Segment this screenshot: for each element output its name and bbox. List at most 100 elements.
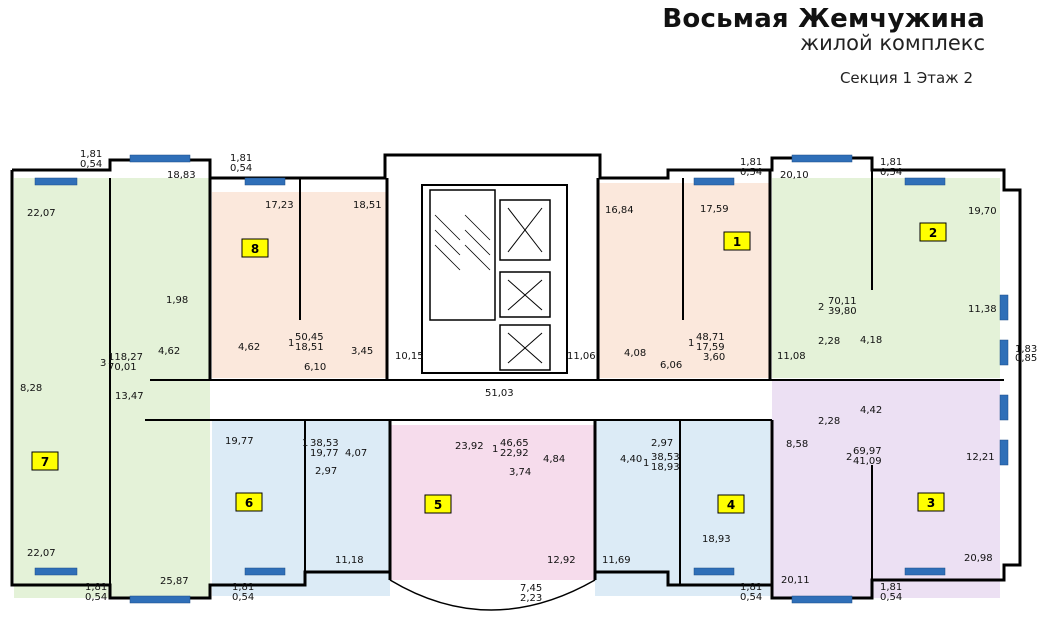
apartment-label-box xyxy=(919,222,947,242)
window-icon xyxy=(34,567,78,576)
room-area: 1,81 xyxy=(85,582,107,593)
room-area: 0,54 xyxy=(232,592,254,603)
apartment-totals: 1 50,45 18,51 1 48,71 17,59 2 70,11 39,8… xyxy=(100,296,882,473)
apt-living-area: 41,09 xyxy=(853,456,882,467)
room-area: 2,28 xyxy=(818,416,840,427)
apartment-number: 8 xyxy=(251,242,259,256)
apartment-3-fill[interactable] xyxy=(772,380,1000,598)
room-area: 4,18 xyxy=(860,335,882,346)
room-area: 1,81 xyxy=(740,157,762,168)
room-area: 8,58 xyxy=(786,439,808,450)
room-area: 0,54 xyxy=(85,592,107,603)
apt-rooms: 3 xyxy=(100,358,106,369)
apartment-labels: 8 1 2 7 6 5 4 3 xyxy=(31,222,947,514)
room-area: 4,62 xyxy=(158,346,180,357)
room-area: 1,81 xyxy=(232,582,254,593)
apartment-number: 5 xyxy=(434,498,442,512)
apt-rooms: 2 xyxy=(846,452,852,463)
apartment-number: 6 xyxy=(245,496,253,510)
apartment-5-fill[interactable] xyxy=(390,425,595,580)
windows xyxy=(34,154,1009,604)
room-area: 1,81 xyxy=(80,149,102,160)
room-area: 2,23 xyxy=(520,593,542,604)
apt-rooms: 1 xyxy=(288,338,294,349)
window-icon xyxy=(34,177,78,186)
room-area: 11,69 xyxy=(602,555,631,566)
window-icon xyxy=(791,595,853,604)
room-area: 4,07 xyxy=(345,448,367,459)
room-area: 20,11 xyxy=(781,575,810,586)
apartment-7-fill[interactable] xyxy=(14,178,210,598)
apt-living-area: 19,77 xyxy=(310,448,339,459)
room-area: 19,77 xyxy=(225,436,254,447)
apartment-2-fill[interactable] xyxy=(772,178,1000,378)
balcony-arc xyxy=(389,579,596,611)
room-area: 2,97 xyxy=(315,466,337,477)
room-area: 11,08 xyxy=(777,351,806,362)
room-area: 3,60 xyxy=(703,352,725,363)
room-area: 20,98 xyxy=(964,553,993,564)
elevator-2 xyxy=(499,271,551,318)
window-icon xyxy=(999,394,1009,421)
room-area: 0,54 xyxy=(230,163,252,174)
window-icon xyxy=(904,177,946,186)
apt-total-area: 118,27 xyxy=(108,352,143,363)
room-area: 11,38 xyxy=(968,304,997,315)
room-area: 12,92 xyxy=(547,555,576,566)
apt-living-area: 18,93 xyxy=(651,462,680,473)
room-area: 0,54 xyxy=(880,167,902,178)
apartment-fills xyxy=(14,178,1000,598)
room-area: 18,51 xyxy=(353,200,382,211)
room-area: 25,87 xyxy=(160,576,189,587)
apartment-label-box xyxy=(424,494,452,514)
room-area: 2,97 xyxy=(651,438,673,449)
apt-living-area: 22,92 xyxy=(500,448,529,459)
window-icon xyxy=(693,177,735,186)
room-area: 23,92 xyxy=(455,441,484,452)
room-area: 0,54 xyxy=(80,159,102,170)
apartment-label-box xyxy=(235,492,263,512)
apt-total-area: 69,97 xyxy=(853,446,882,457)
apartment-number: 1 xyxy=(733,235,741,249)
room-area: 19,70 xyxy=(968,206,997,217)
room-area: 4,62 xyxy=(238,342,260,353)
room-area: 0,54 xyxy=(740,167,762,178)
apt-rooms: 1 xyxy=(643,458,649,469)
complex-title: Восьмая Жемчужина xyxy=(662,4,985,34)
elevator-1 xyxy=(499,199,551,261)
elevator-3 xyxy=(499,324,551,371)
room-area: 4,42 xyxy=(860,405,882,416)
room-areas: 17,23 18,51 6,10 4,62 3,45 16,84 17,59 6… xyxy=(20,149,1037,604)
apartment-label-box xyxy=(723,231,751,251)
room-area: 18,93 xyxy=(702,534,731,545)
room-area: 1,83 xyxy=(1015,344,1037,355)
stair-steps xyxy=(434,214,491,271)
room-area: 22,07 xyxy=(27,208,56,219)
room-area: 7,45 xyxy=(520,583,542,594)
room-area: 1,81 xyxy=(880,157,902,168)
room-area: 4,84 xyxy=(543,454,565,465)
room-area: 4,40 xyxy=(620,454,642,465)
apartment-number: 4 xyxy=(727,498,735,512)
stairwell xyxy=(429,189,496,321)
window-icon xyxy=(904,567,946,576)
room-area: 1,81 xyxy=(230,153,252,164)
room-area: 51,03 xyxy=(485,388,514,399)
apt-living-area: 70,01 xyxy=(108,362,137,373)
apartment-number: 7 xyxy=(41,455,49,469)
apt-total-area: 46,65 xyxy=(500,438,529,449)
apt-rooms: 1 xyxy=(302,438,308,449)
room-area: 6,10 xyxy=(304,362,326,373)
apt-living-area: 17,59 xyxy=(696,342,725,353)
apt-total-area: 38,53 xyxy=(651,452,680,463)
apartment-label-box xyxy=(31,451,59,471)
apt-total-area: 70,11 xyxy=(828,296,857,307)
apartment-label-box xyxy=(241,238,269,258)
room-area: 4,08 xyxy=(624,348,646,359)
room-area: 0,54 xyxy=(740,592,762,603)
apt-total-area: 38,53 xyxy=(310,438,339,449)
window-icon xyxy=(999,339,1009,366)
elevator-crosses xyxy=(507,207,543,364)
room-area: 12,21 xyxy=(966,452,995,463)
